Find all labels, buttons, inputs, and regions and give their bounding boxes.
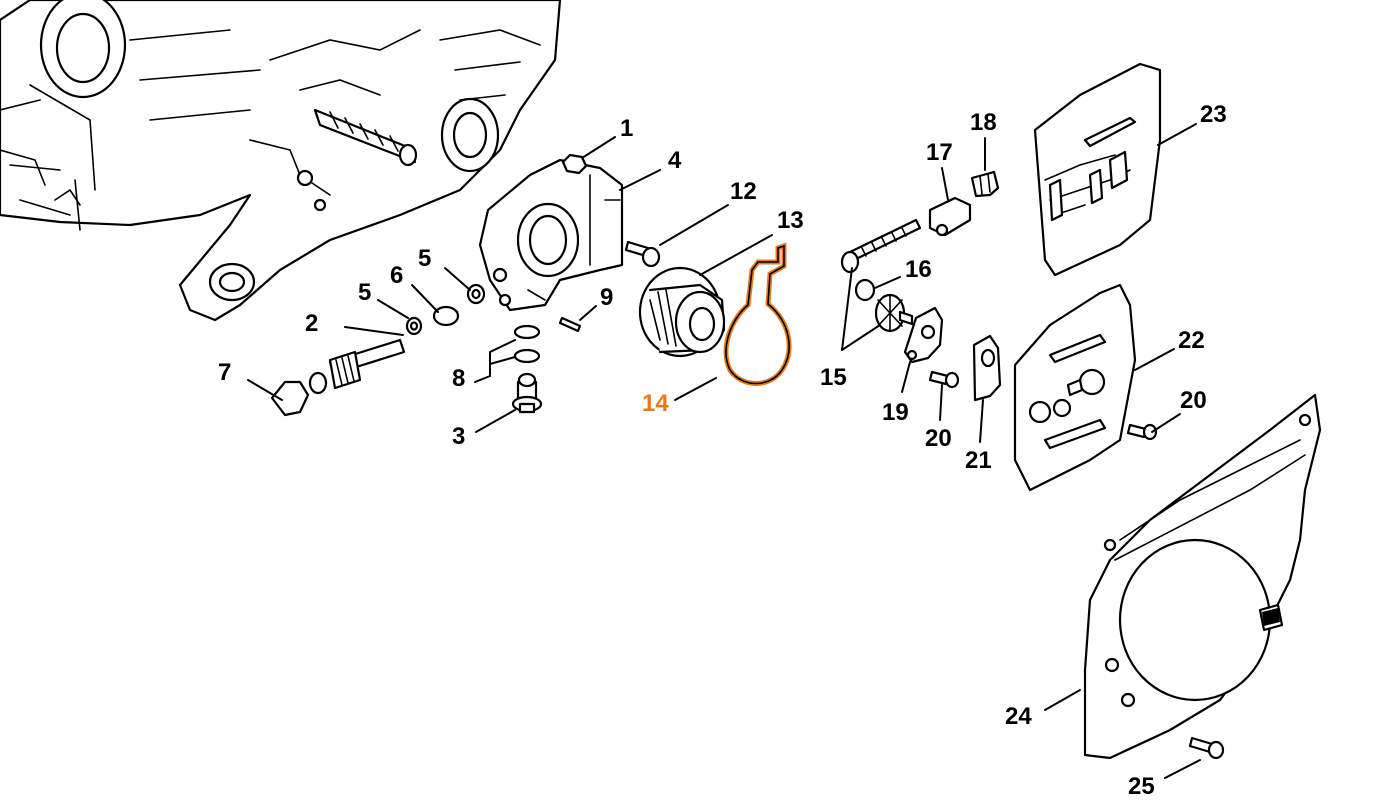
part-15-gear — [874, 293, 914, 333]
part-9-pin — [558, 316, 582, 333]
leader-lines — [247, 123, 1201, 779]
callout-13: 13 — [777, 207, 804, 234]
part-17-plate — [928, 196, 972, 237]
part-1-nut — [561, 153, 588, 175]
part-12-screw — [624, 240, 661, 268]
callout-8: 8 — [452, 365, 465, 392]
part-15-tensioner-screw — [840, 218, 922, 274]
part-19-bracket — [903, 306, 944, 364]
callout-9: 9 — [600, 284, 613, 311]
callout-15: 15 — [820, 364, 847, 391]
part-23-outer-plate — [1033, 62, 1162, 277]
callout-6: 6 — [390, 262, 403, 289]
callout-20a: 20 — [925, 425, 952, 452]
callout-21: 21 — [965, 447, 992, 474]
part-6-spring — [432, 305, 460, 327]
callout-25: 25 — [1128, 773, 1155, 800]
part-20-screw-b — [1126, 423, 1158, 441]
part-18-clip — [970, 170, 1000, 198]
callout-3: 3 — [452, 423, 465, 450]
part-2-shaft — [308, 338, 406, 395]
callout-2: 2 — [305, 310, 318, 337]
callout-labels: 1 2 3 4 5 5 6 7 8 9 12 13 14 15 16 17 18… — [218, 101, 1227, 800]
part-20-screw-a — [928, 370, 960, 389]
callout-18: 18 — [970, 109, 997, 136]
part-13-worm — [638, 266, 726, 358]
part-7-cap — [270, 380, 310, 417]
callout-4: 4 — [668, 147, 682, 174]
part-8-orings — [513, 324, 541, 364]
callout-12: 12 — [730, 178, 757, 205]
callout-16: 16 — [905, 256, 932, 283]
crankcase — [0, 0, 562, 322]
callout-19: 19 — [882, 399, 909, 426]
part-5-washers — [405, 283, 486, 336]
callout-22: 22 — [1178, 327, 1205, 354]
part-14-gasket — [723, 242, 792, 386]
oil-pump-housing — [478, 158, 624, 312]
part-3-valve — [511, 372, 543, 414]
callout-1: 1 — [620, 115, 633, 142]
callout-23: 23 — [1200, 101, 1227, 128]
callout-14: 14 — [642, 390, 669, 417]
part-25-screw — [1188, 736, 1225, 760]
part-16-ring — [854, 278, 876, 302]
callout-5a: 5 — [358, 279, 371, 306]
callout-17: 17 — [926, 139, 953, 166]
part-22-inner-plate — [1013, 283, 1137, 492]
callout-24: 24 — [1005, 703, 1032, 730]
part-21-guide — [972, 334, 1002, 402]
part-24-cover — [1083, 393, 1322, 760]
callout-5b: 5 — [418, 245, 431, 272]
callout-20b: 20 — [1180, 387, 1207, 414]
callout-7: 7 — [218, 359, 231, 386]
